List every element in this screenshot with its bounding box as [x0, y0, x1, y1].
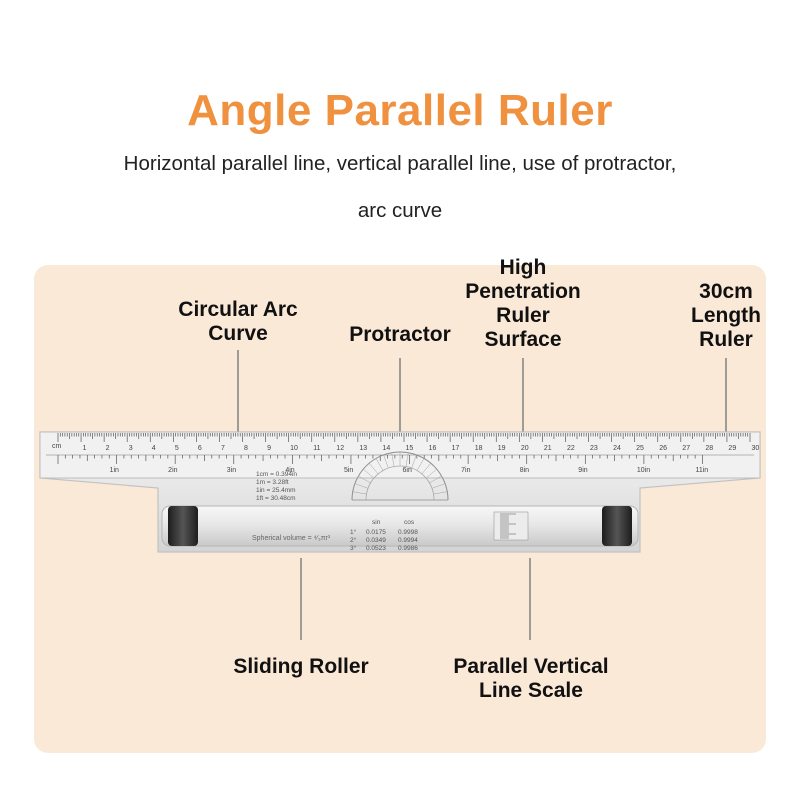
- cm-number: 17: [452, 445, 460, 452]
- protractor-icon: [351, 451, 449, 501]
- vertical-line-scale: [493, 511, 529, 541]
- callout-high-penetration-ruler-surface: High Penetration Ruler Surface: [465, 256, 581, 351]
- roller-cap-left: [168, 506, 198, 546]
- inch-number: 8in: [520, 467, 529, 474]
- cm-number: 5: [175, 445, 179, 452]
- cm-number: 22: [567, 445, 575, 452]
- cm-number: 3: [129, 445, 133, 452]
- inch-number: 1in: [110, 467, 119, 474]
- trig-deg: 3°: [350, 544, 357, 552]
- cm-number: 18: [475, 445, 483, 452]
- conversion-row: 1in = 25.4mm: [256, 487, 296, 494]
- trig-table: sin cos 1° 0.0175 0.9998 2° 0.0349 0.999…: [350, 519, 418, 552]
- page-title: Angle Parallel Ruler: [187, 86, 613, 135]
- conversion-table: 1cm = 0.394in 1m = 3.28ft 1in = 25.4mm 1…: [256, 471, 297, 502]
- cm-number: 30: [752, 445, 760, 452]
- cm-number: 12: [336, 445, 344, 452]
- inch-number: 2in: [168, 467, 177, 474]
- cm-number: 26: [659, 445, 667, 452]
- cm-number: 23: [590, 445, 598, 452]
- cm-number: 16: [429, 445, 437, 452]
- callout-protractor: Protractor: [349, 323, 451, 346]
- cm-number: 24: [613, 445, 621, 452]
- inch-number: 11in: [695, 467, 708, 474]
- callout-30cm-length-ruler: 30cm Length Ruler: [691, 280, 761, 351]
- inch-number: 5in: [344, 467, 353, 474]
- subtitle-line-2: arc curve: [357, 199, 443, 222]
- inch-numbers: 1in 2in 3in 4in 5in 6in 7in 8in 9in 10in 11in: [110, 467, 709, 474]
- conversion-row: 1cm = 0.394in: [256, 471, 297, 478]
- trig-header-sin: sin: [372, 519, 381, 526]
- trig-sin: 0.0349: [366, 537, 386, 544]
- cm-number: 13: [359, 445, 367, 452]
- conversion-row: 1ft = 30.48cm: [256, 495, 296, 502]
- roller-cap-right: [602, 506, 632, 546]
- cm-number: 8: [244, 445, 248, 452]
- cm-number: 20: [521, 445, 529, 452]
- cm-number: 9: [267, 445, 271, 452]
- cm-number: 6: [198, 445, 202, 452]
- trig-cos: 0.9986: [398, 545, 418, 552]
- cm-number: 10: [290, 445, 298, 452]
- trig-cos: 0.9994: [398, 537, 418, 544]
- inch-number: 9in: [578, 467, 587, 474]
- callout-parallel-vertical-line-scale: Parallel Vertical Line Scale: [453, 655, 609, 702]
- trig-deg: 1°: [350, 528, 357, 536]
- cm-number: 19: [498, 445, 506, 452]
- cm-number: 28: [705, 445, 713, 452]
- trig-cos: 0.9998: [398, 529, 418, 536]
- inch-number: 6in: [403, 467, 412, 474]
- cm-number: 7: [221, 445, 225, 452]
- callout-sliding-roller: Sliding Roller: [233, 655, 369, 678]
- inch-number: 10in: [637, 467, 650, 474]
- cm-ticks: [57, 433, 751, 442]
- cm-number: 25: [636, 445, 644, 452]
- cm-number: 11: [313, 445, 320, 452]
- subtitle-line-1: Horizontal parallel line, vertical paral…: [123, 152, 677, 175]
- cm-number: 1: [83, 445, 87, 452]
- leader-lines: [237, 350, 727, 640]
- trig-sin: 0.0523: [366, 545, 386, 552]
- trig-sin: 0.0175: [366, 529, 386, 536]
- cm-number: 29: [728, 445, 736, 452]
- inch-ticks: [57, 455, 703, 464]
- cm-number: 27: [682, 445, 690, 452]
- cm-number: 21: [544, 445, 552, 452]
- conversion-row: 1m = 3.28ft: [256, 479, 289, 486]
- cm-number: 2: [106, 445, 110, 452]
- inch-number: 4in: [285, 467, 294, 474]
- cm-number: 4: [152, 445, 156, 452]
- sphere-formula: Spherical volume = ⁴⁄₃πr³: [252, 535, 331, 542]
- inch-number: 3in: [227, 467, 236, 474]
- trig-deg: 2°: [350, 536, 357, 544]
- inch-number: 7in: [461, 467, 470, 474]
- trig-header-cos: cos: [404, 519, 415, 526]
- callout-circular-arc-curve: Circular Arc Curve: [178, 298, 298, 345]
- cm-number: 14: [382, 445, 390, 452]
- cm-number: 15: [406, 445, 414, 452]
- cm-unit-label: cm: [52, 443, 62, 450]
